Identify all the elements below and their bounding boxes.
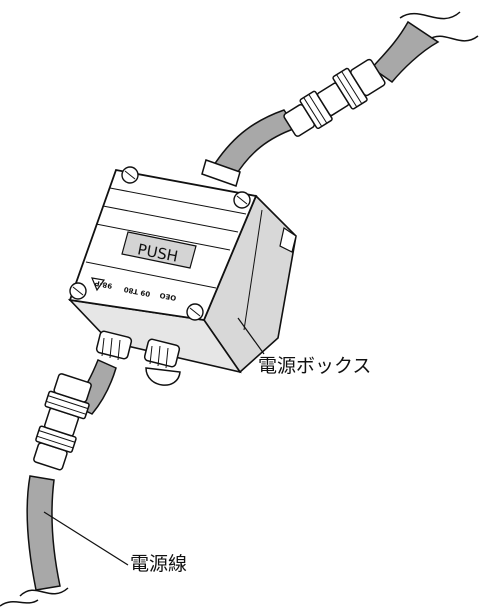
lid-rib bbox=[102, 205, 239, 233]
caution-symbol-icon bbox=[91, 277, 106, 292]
lower-cable bbox=[0, 358, 117, 607]
lid-rib bbox=[109, 187, 247, 215]
upper-connector bbox=[283, 58, 386, 137]
power-box-label: 電源ボックス bbox=[258, 355, 372, 377]
upper-cable-break-line bbox=[399, 11, 461, 20]
screw-icon bbox=[121, 166, 139, 184]
upper-cable-top-section bbox=[370, 20, 440, 84]
lower-connector bbox=[33, 373, 92, 471]
screw-icon bbox=[69, 282, 87, 300]
box-side-detail bbox=[243, 209, 263, 331]
marking-left: 98-P bbox=[94, 279, 113, 290]
screw-icon bbox=[233, 191, 251, 209]
box-side-tab bbox=[279, 227, 297, 253]
lid-rib bbox=[85, 261, 217, 289]
lower-cable-lower-section bbox=[26, 475, 61, 591]
lid-rib bbox=[95, 223, 231, 251]
upper-cable bbox=[201, 11, 479, 187]
cable-leader-line bbox=[43, 511, 129, 566]
power-box: PUSH 98-P 09 T80 OEO bbox=[67, 166, 297, 374]
gland-cap bbox=[145, 367, 181, 386]
cable-gland-right bbox=[143, 338, 181, 386]
lower-cable-break-line-2 bbox=[0, 599, 39, 607]
push-panel bbox=[121, 231, 197, 269]
upper-cable-gland bbox=[201, 159, 241, 187]
lower-cable-break-line bbox=[19, 587, 69, 597]
screw-icon bbox=[186, 303, 204, 321]
marking-logo: OEO bbox=[159, 291, 177, 302]
box-leader-line bbox=[237, 317, 265, 355]
cable-gland-left bbox=[95, 330, 133, 361]
power-cable-label: 電源線 bbox=[130, 553, 188, 575]
